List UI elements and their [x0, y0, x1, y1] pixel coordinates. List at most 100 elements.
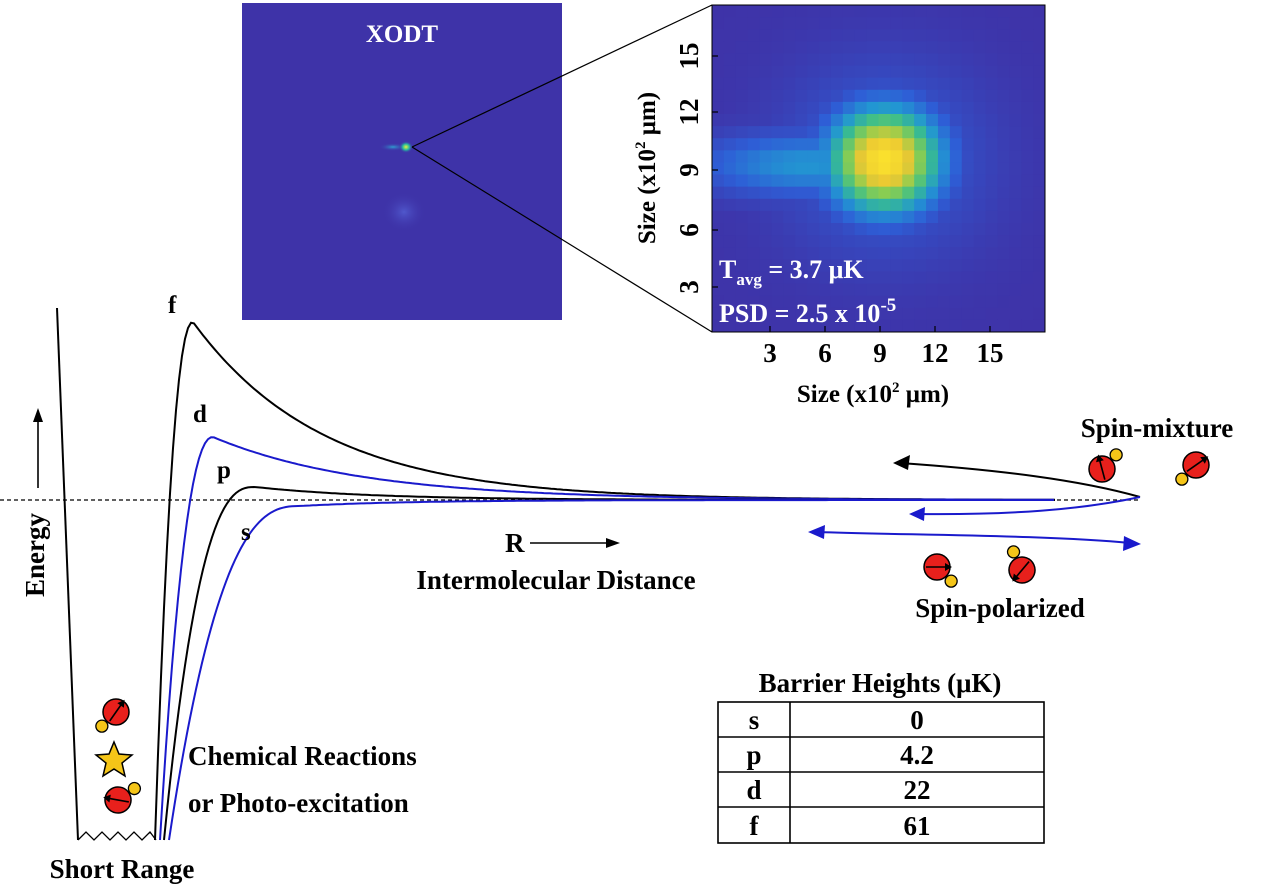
pixel: [866, 138, 879, 151]
pixel: [819, 198, 832, 212]
xodt-image: XODT: [242, 3, 562, 320]
pixel: [1009, 89, 1022, 103]
pixel: [771, 283, 784, 297]
pixel: [1033, 247, 1046, 260]
pixel: [890, 247, 903, 260]
pixel: [819, 162, 832, 175]
pixel: [1021, 319, 1034, 333]
pixel: [807, 5, 820, 18]
pixel: [961, 41, 975, 54]
pixel: [1009, 247, 1022, 260]
pixel: [997, 138, 1010, 151]
pixel: [1021, 259, 1034, 272]
pixel: [712, 307, 725, 321]
pixel: [795, 65, 808, 79]
pixel: [961, 198, 975, 212]
table-cell-wave: s: [749, 705, 760, 735]
pixel: [985, 101, 998, 115]
pixel: [949, 186, 963, 200]
pixel: [735, 319, 749, 333]
pixel: [783, 174, 796, 188]
pixel: [819, 186, 832, 200]
pixel: [866, 271, 879, 284]
pixel: [759, 53, 772, 66]
pixel: [795, 101, 808, 115]
pixel: [937, 41, 951, 54]
pixel: [807, 77, 820, 91]
pixel: [949, 53, 963, 66]
pixel: [985, 114, 998, 127]
pixel: [830, 53, 844, 66]
pixel: [866, 210, 879, 224]
pixel: [1021, 65, 1034, 79]
pixel: [902, 53, 915, 66]
pixel: [783, 114, 796, 127]
mixture-blue-arrowhead: [909, 507, 925, 521]
pixel: [712, 89, 725, 103]
pixel: [961, 307, 975, 321]
pixel: [795, 89, 808, 103]
pixel: [854, 89, 867, 103]
pixel: [1009, 65, 1022, 79]
pixel: [961, 223, 975, 236]
pixel: [783, 101, 796, 115]
pixel: [735, 150, 749, 163]
pixel: [1009, 17, 1022, 30]
pixel: [807, 126, 820, 139]
pixel: [759, 89, 772, 103]
pixel: [842, 17, 856, 30]
pixel: [878, 17, 891, 30]
pixel: [973, 29, 986, 42]
pixel: [747, 65, 760, 79]
pixel: [819, 223, 832, 236]
pixel: [854, 77, 867, 91]
pixel: [914, 77, 927, 91]
pixel: [949, 65, 963, 79]
pixel: [842, 89, 856, 103]
pixel: [961, 235, 975, 248]
pixel: [973, 53, 986, 66]
pixel: [985, 283, 998, 297]
pixel: [842, 235, 856, 248]
pixel: [949, 198, 963, 212]
pixel: [819, 259, 832, 272]
pixel: [937, 186, 951, 200]
short-range-label: Short Range: [50, 854, 195, 884]
pixel: [735, 223, 749, 236]
pixel: [902, 150, 915, 163]
pixel: [997, 162, 1010, 175]
pixel: [949, 295, 963, 309]
pixel: [842, 138, 856, 151]
pixel: [926, 186, 939, 200]
pixel: [926, 138, 939, 151]
pixel: [866, 162, 879, 175]
pixel: [961, 186, 975, 200]
pixel: [985, 235, 998, 248]
pixel: [830, 77, 844, 91]
barrier-table-title: Barrier Heights (μK): [759, 668, 1002, 698]
pixel: [961, 5, 975, 18]
pixel: [783, 210, 796, 224]
pixel: [830, 126, 844, 139]
pixel: [997, 150, 1010, 163]
pixel: [854, 65, 867, 79]
pixel: [712, 41, 725, 54]
zoom-frame: [711, 4, 1046, 333]
pixel: [747, 186, 760, 200]
pixel: [771, 5, 784, 18]
pixel: [842, 53, 856, 66]
pixel: [1033, 17, 1046, 30]
pixel: [854, 17, 867, 30]
pixel: [830, 295, 844, 309]
pixel: [842, 247, 856, 260]
pixel: [902, 101, 915, 115]
pixel: [747, 223, 760, 236]
pixel: [712, 247, 725, 260]
pixel: [949, 114, 963, 127]
pixel: [997, 5, 1010, 18]
label-f-wave: f: [168, 292, 177, 319]
table-cell-wave: d: [746, 775, 761, 805]
pixel: [937, 17, 951, 30]
pixel: [807, 235, 820, 248]
pixel: [759, 223, 772, 236]
